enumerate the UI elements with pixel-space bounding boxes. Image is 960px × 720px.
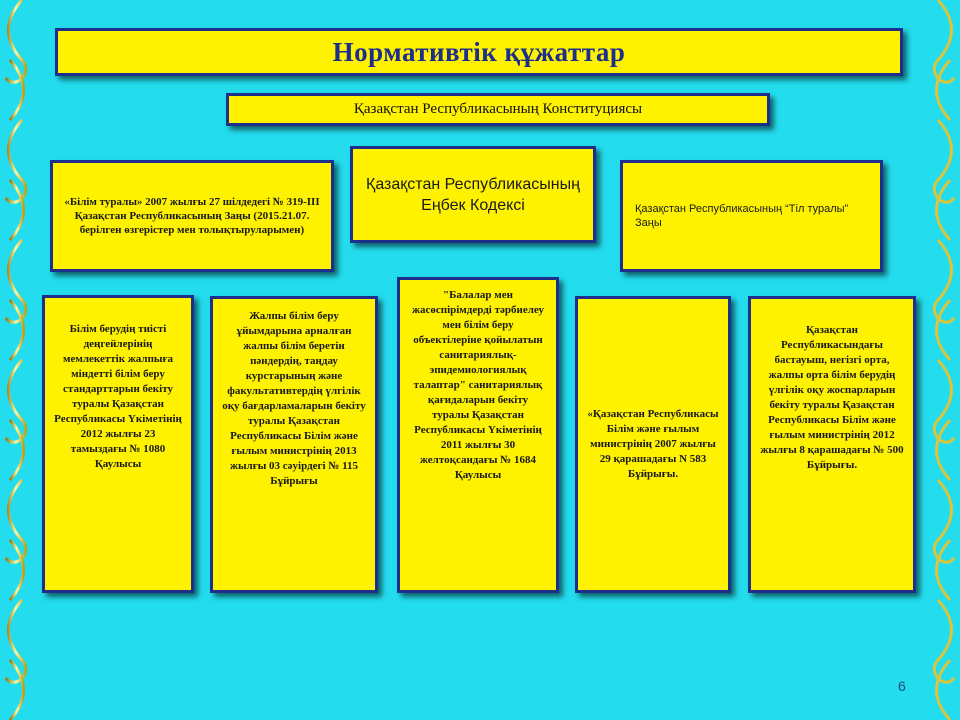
- constitution-label: Қазақстан Республикасының Конституциясы: [353, 101, 643, 117]
- title-banner: Нормативтік құжаттар: [55, 28, 903, 76]
- language-law-box: Қазақстан Республикасының “Тіл туралы” З…: [620, 160, 883, 272]
- standards-resolution-text: Білім берудің тиісті деңгейлерінің мемле…: [54, 323, 182, 470]
- language-law-text: Қазақстан Республикасының “Тіл туралы” З…: [635, 203, 849, 229]
- curricula-order-box: Жалпы білім беру ұйымдарына арналған жал…: [210, 296, 378, 593]
- sanitary-rules-box: "Балалар мен жасөспірімдерді тәрбиелеу м…: [397, 277, 559, 593]
- constitution-box: Қазақстан Республикасының Конституциясы: [226, 93, 770, 126]
- education-law-box: «Білім туралы» 2007 жылғы 27 шілдедегі №…: [50, 160, 334, 272]
- labour-code-box: Қазақстан Республикасының Еңбек Кодексі: [350, 146, 596, 243]
- education-law-text: «Білім туралы» 2007 жылғы 27 шілдедегі №…: [64, 196, 320, 236]
- labour-code-text: Қазақстан Республикасының Еңбек Кодексі: [366, 175, 580, 214]
- sanitary-rules-text: "Балалар мен жасөспірімдерді тәрбиелеу м…: [412, 289, 544, 481]
- page-number: 6: [898, 678, 906, 694]
- curricula-order-text: Жалпы білім беру ұйымдарына арналған жал…: [222, 310, 366, 487]
- study-plans-order-box: Қазақстан Республикасындағы бастауыш, не…: [748, 296, 916, 593]
- page-title: Нормативтік құжаттар: [332, 36, 626, 67]
- standards-resolution-box: Білім берудің тиісті деңгейлерінің мемле…: [42, 295, 194, 593]
- left-scroll-ornament: [4, 0, 28, 720]
- ministry-order-2007-text: «Қазақстан Республикасы Білім және ғылым…: [587, 408, 719, 480]
- right-scroll-ornament: [932, 0, 956, 720]
- ministry-order-2007-box: «Қазақстан Республикасы Білім және ғылым…: [575, 296, 731, 593]
- study-plans-order-text: Қазақстан Республикасындағы бастауыш, не…: [760, 324, 904, 471]
